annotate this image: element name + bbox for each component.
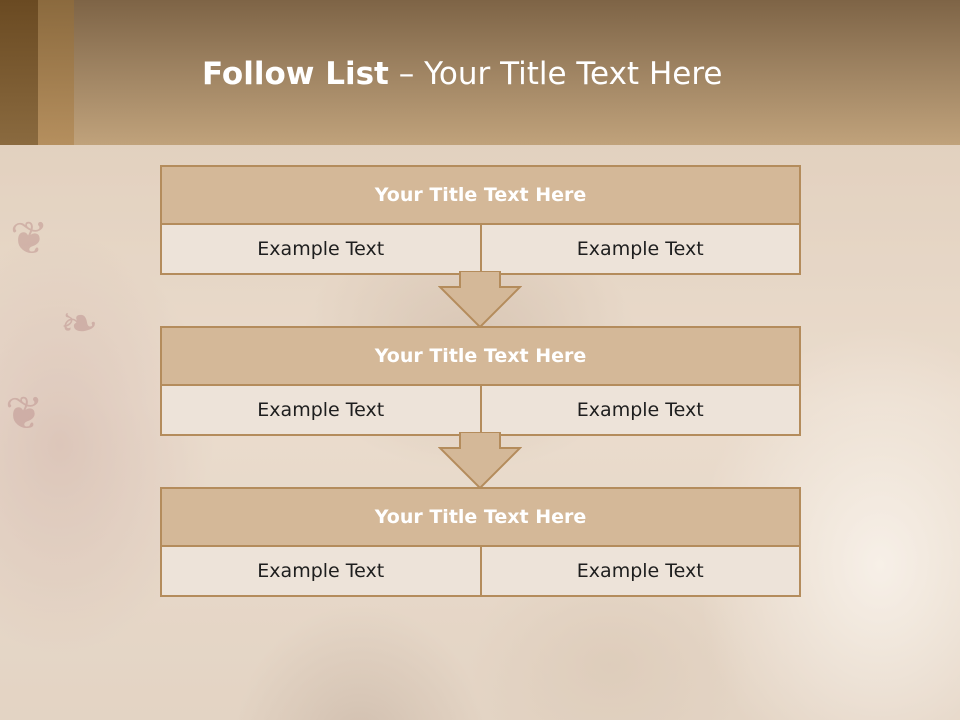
cushion-pattern: ❦ — [10, 211, 49, 265]
cushion-pattern: ❦ — [5, 386, 44, 440]
cushion-pattern: ❧ — [60, 296, 99, 350]
block-title: Your Title Text Here — [162, 489, 799, 547]
block-cell-right: Example Text — [479, 386, 799, 434]
block-cell-left: Example Text — [162, 386, 480, 434]
header-accent-stripe — [38, 0, 74, 145]
header-band: Follow List – Your Title Text Here — [0, 0, 960, 145]
slide-title-bold: Follow List — [202, 56, 389, 92]
down-arrow-icon — [438, 432, 522, 490]
block-title: Your Title Text Here — [162, 167, 799, 225]
list-block: Your Title Text Here Example Text Exampl… — [160, 165, 801, 275]
block-cell-right: Example Text — [479, 547, 799, 595]
block-cell-left: Example Text — [162, 225, 480, 273]
list-block: Your Title Text Here Example Text Exampl… — [160, 487, 801, 597]
block-cell-left: Example Text — [162, 547, 480, 595]
block-row: Example Text Example Text — [162, 547, 799, 595]
slide-title-rest: – Your Title Text Here — [388, 56, 723, 92]
list-block: Your Title Text Here Example Text Exampl… — [160, 326, 801, 436]
header-accent-stripe — [0, 0, 38, 145]
block-cell-right: Example Text — [479, 225, 799, 273]
block-row: Example Text Example Text — [162, 386, 799, 434]
slide-title: Follow List – Your Title Text Here — [202, 56, 722, 92]
block-title: Your Title Text Here — [162, 328, 799, 386]
down-arrow-icon — [438, 271, 522, 329]
block-row: Example Text Example Text — [162, 225, 799, 273]
